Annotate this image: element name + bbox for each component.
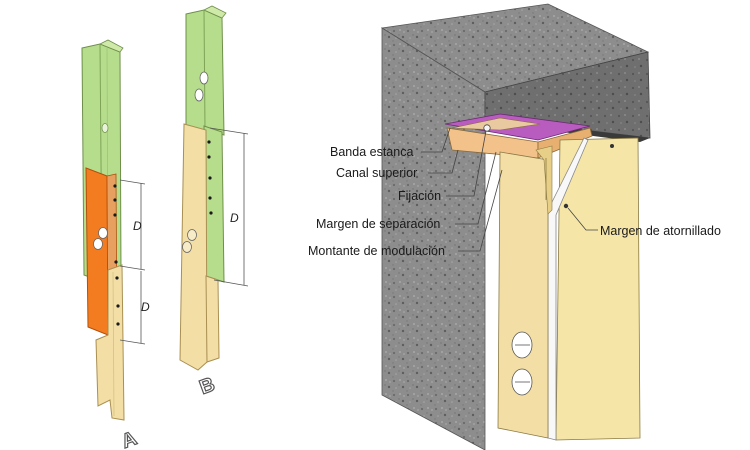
wall-assembly bbox=[380, 3, 651, 450]
board-screw-edge bbox=[563, 203, 569, 209]
board-screw-top bbox=[610, 144, 614, 148]
callout-labels: Banda estanca Canal superior Fijación Ma… bbox=[308, 145, 721, 258]
stud-b: D B bbox=[179, 5, 249, 400]
label-margen-atornillado: Margen de atornillado bbox=[600, 224, 721, 238]
label-banda-estanca: Banda estanca bbox=[330, 145, 413, 159]
stud-a-tan-section bbox=[95, 264, 125, 421]
stud-a-label: A bbox=[119, 427, 140, 450]
stud-a-orange-section bbox=[85, 167, 109, 336]
label-margen-separacion: Margen de separación bbox=[316, 217, 440, 231]
dimension-label-a2: D bbox=[141, 300, 150, 314]
label-montante-modulacion: Montante de modulación bbox=[308, 244, 445, 258]
stud-b-dimensions: D bbox=[209, 127, 249, 287]
label-fijacion: Fijación bbox=[398, 189, 441, 203]
stud-b-tan-section bbox=[179, 123, 208, 371]
label-canal-superior: Canal superior bbox=[336, 166, 417, 180]
dimension-label-b: D bbox=[230, 211, 239, 225]
fixing-screw bbox=[483, 124, 491, 132]
gypsum-board bbox=[555, 137, 641, 441]
concrete-column-front bbox=[381, 27, 486, 450]
stud-a: D D A bbox=[81, 39, 150, 450]
dimension-label-a1: D bbox=[133, 219, 142, 233]
stud-a-dimensions: D D bbox=[119, 179, 150, 345]
stud-b-label: B bbox=[197, 373, 218, 399]
leader-lines bbox=[421, 127, 598, 252]
modulation-stud bbox=[497, 151, 549, 439]
